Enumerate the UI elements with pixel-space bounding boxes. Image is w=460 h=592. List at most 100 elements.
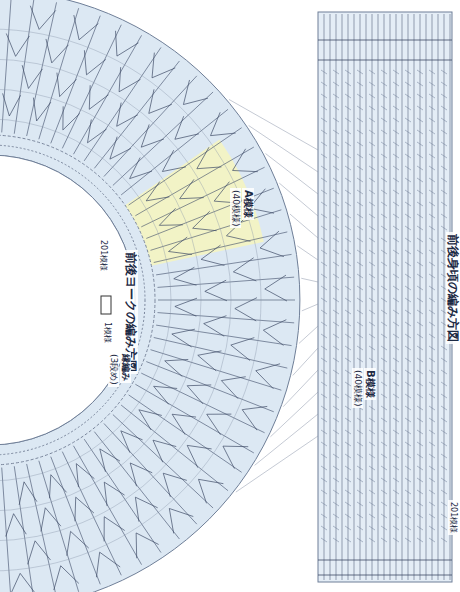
leader-line <box>270 392 318 437</box>
stitch-mark <box>333 478 339 482</box>
stitch-mark <box>429 142 435 146</box>
stitch-mark <box>321 154 327 158</box>
stitch-mark <box>345 490 351 494</box>
stitch-mark <box>429 94 435 98</box>
stitch-mark <box>345 262 351 266</box>
stitch-mark <box>405 178 411 182</box>
stitch-column <box>2 0 12 132</box>
stitch-mark <box>429 130 435 134</box>
stitch-mark <box>333 154 339 158</box>
stitch-mark <box>405 154 411 158</box>
leaf-motif <box>19 482 37 505</box>
stitch-mark <box>417 430 423 434</box>
stitch-mark <box>429 214 435 218</box>
stitch-mark <box>429 442 435 446</box>
stitch-mark <box>441 466 447 470</box>
stitch-mark <box>321 382 327 386</box>
stitch-column <box>342 14 343 580</box>
stitch-mark <box>405 142 411 146</box>
stitch-mark <box>441 406 447 410</box>
stitch-mark <box>369 106 375 110</box>
stitch-mark <box>405 298 411 302</box>
stitch-mark <box>333 106 339 110</box>
stitch-column <box>330 14 331 580</box>
stitch-mark <box>381 154 387 158</box>
stitch-mark <box>333 142 339 146</box>
stitch-mark <box>429 286 435 290</box>
stitch-mark <box>405 226 411 230</box>
leaf-motif <box>223 446 248 469</box>
stitch-mark <box>321 466 327 470</box>
stitch-mark <box>441 526 447 530</box>
stitch-mark <box>381 538 387 542</box>
stitch-mark <box>429 526 435 530</box>
stitch-mark <box>357 130 363 134</box>
stitch-mark <box>345 526 351 530</box>
stitch-mark <box>369 526 375 530</box>
stitch-mark <box>417 358 423 362</box>
stitch-mark <box>333 166 339 170</box>
stitch-mark <box>405 346 411 350</box>
stitch-mark <box>393 538 399 542</box>
stitch-mark <box>345 346 351 350</box>
stitch-mark <box>333 82 339 86</box>
stitch-mark <box>441 382 447 386</box>
stitch-mark <box>441 478 447 482</box>
stitch-mark <box>393 166 399 170</box>
stitch-mark <box>321 118 327 122</box>
stitch-mark <box>369 334 375 338</box>
stitch-column <box>94 61 179 168</box>
leaf-motif <box>154 386 177 404</box>
leaf-motif <box>49 475 66 499</box>
stitch-mark <box>429 406 435 410</box>
stitch-mark <box>345 238 351 242</box>
leaf-motif <box>74 15 99 40</box>
stitch-mark <box>357 250 363 254</box>
stitch-column <box>348 14 349 580</box>
pattern-label: 縁編み <box>120 352 131 383</box>
stitch-mark <box>381 406 387 410</box>
stitch-mark <box>417 298 423 302</box>
stitch-mark <box>345 106 351 110</box>
stitch-mark <box>441 394 447 398</box>
stitch-mark <box>345 178 351 182</box>
stitch-mark <box>393 478 399 482</box>
stitch-mark <box>381 358 387 362</box>
stitch-mark <box>369 454 375 458</box>
stitch-mark <box>333 262 339 266</box>
stitch-column <box>414 14 415 580</box>
stitch-mark <box>321 430 327 434</box>
stitch-mark <box>441 178 447 182</box>
stitch-mark <box>381 430 387 434</box>
stitch-mark <box>393 502 399 506</box>
stitch-mark <box>333 334 339 338</box>
stitch-mark <box>405 286 411 290</box>
stitch-mark <box>429 118 435 122</box>
stitch-mark <box>357 418 363 422</box>
stitch-mark <box>393 274 399 278</box>
stitch-mark <box>357 262 363 266</box>
stitch-mark <box>381 166 387 170</box>
stitch-column <box>141 373 264 433</box>
stitch-mark <box>333 526 339 530</box>
stitch-mark <box>357 226 363 230</box>
pattern-label: 201模様 <box>448 500 458 535</box>
stitch-mark <box>429 202 435 206</box>
pattern-label: A模様 <box>242 188 254 220</box>
stitch-mark <box>417 310 423 314</box>
stitch-mark <box>441 490 447 494</box>
stitch-mark <box>381 298 387 302</box>
stitch-mark <box>429 382 435 386</box>
stitch-mark <box>369 82 375 86</box>
stitch-column <box>2 468 12 592</box>
leaf-motif <box>28 541 51 565</box>
stitch-mark <box>357 334 363 338</box>
stitch-mark <box>333 298 339 302</box>
stitch-mark <box>357 178 363 182</box>
stitch-mark <box>441 514 447 518</box>
stitch-column <box>146 188 273 238</box>
leader-line <box>299 326 318 343</box>
leaf-motif <box>175 298 197 316</box>
stitch-mark <box>345 94 351 98</box>
leaf-motif <box>22 65 42 88</box>
